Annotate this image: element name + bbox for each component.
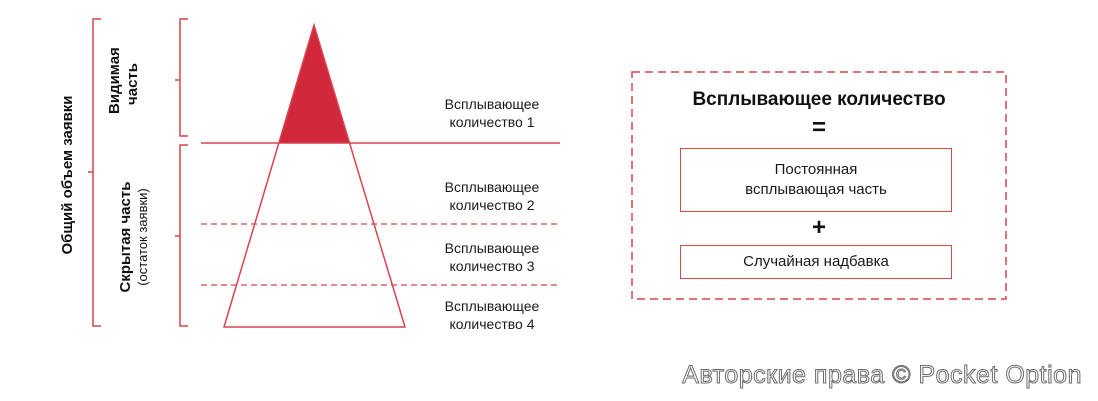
float-quantity-4-line2: количество 4: [449, 316, 535, 332]
formula-plus-sign: +: [811, 214, 826, 241]
total-bracket: [88, 18, 101, 327]
hidden-part-text: Скрытая часть: [117, 181, 134, 293]
permanent-part-line2: всплывающая часть: [745, 181, 887, 198]
formula-equals-sign: =: [811, 114, 826, 141]
hidden-bracket: [175, 144, 188, 327]
float-quantity-3-line2: количество 3: [449, 258, 535, 274]
visible-part-text: Видимая часть: [106, 47, 141, 114]
visible-part-label: Видимая часть: [106, 34, 146, 134]
float-quantity-label-2: Всплывающее количество 2: [412, 178, 572, 214]
copyright-watermark: Авторские права © Pocket Option: [682, 361, 1082, 390]
float-quantity-label-1: Всплывающее количество 1: [412, 95, 572, 131]
visible-part-fill: [279, 25, 349, 143]
formula-frame: [631, 71, 1007, 300]
float-quantity-2-line1: Всплывающее: [444, 179, 540, 195]
float-quantity-2-line2: количество 2: [449, 197, 535, 213]
hidden-part-label: Скрытая часть (остаток заявки): [117, 157, 157, 317]
float-quantity-3-line1: Всплывающее: [444, 240, 540, 256]
random-addition-box: Случайная надбавка: [680, 245, 952, 279]
total-volume-label: Общий объем заявки: [59, 95, 76, 255]
float-quantity-1-line1: Всплывающее: [444, 96, 540, 112]
float-quantity-1-line2: количество 1: [449, 114, 535, 130]
formula-title: Всплывающее количество: [692, 89, 946, 110]
permanent-part-box: Постоянная всплывающая часть: [680, 148, 952, 212]
float-quantity-label-3: Всплывающее количество 3: [412, 239, 572, 275]
iceberg-triangle: [222, 22, 407, 328]
float-quantity-4-line1: Всплывающее: [444, 298, 540, 314]
permanent-part-line1: Постоянная: [774, 161, 858, 178]
visible-bracket: [175, 18, 188, 137]
hidden-part-subtext: (остаток заявки): [135, 188, 150, 286]
float-quantity-label-4: Всплывающее количество 4: [412, 297, 572, 333]
